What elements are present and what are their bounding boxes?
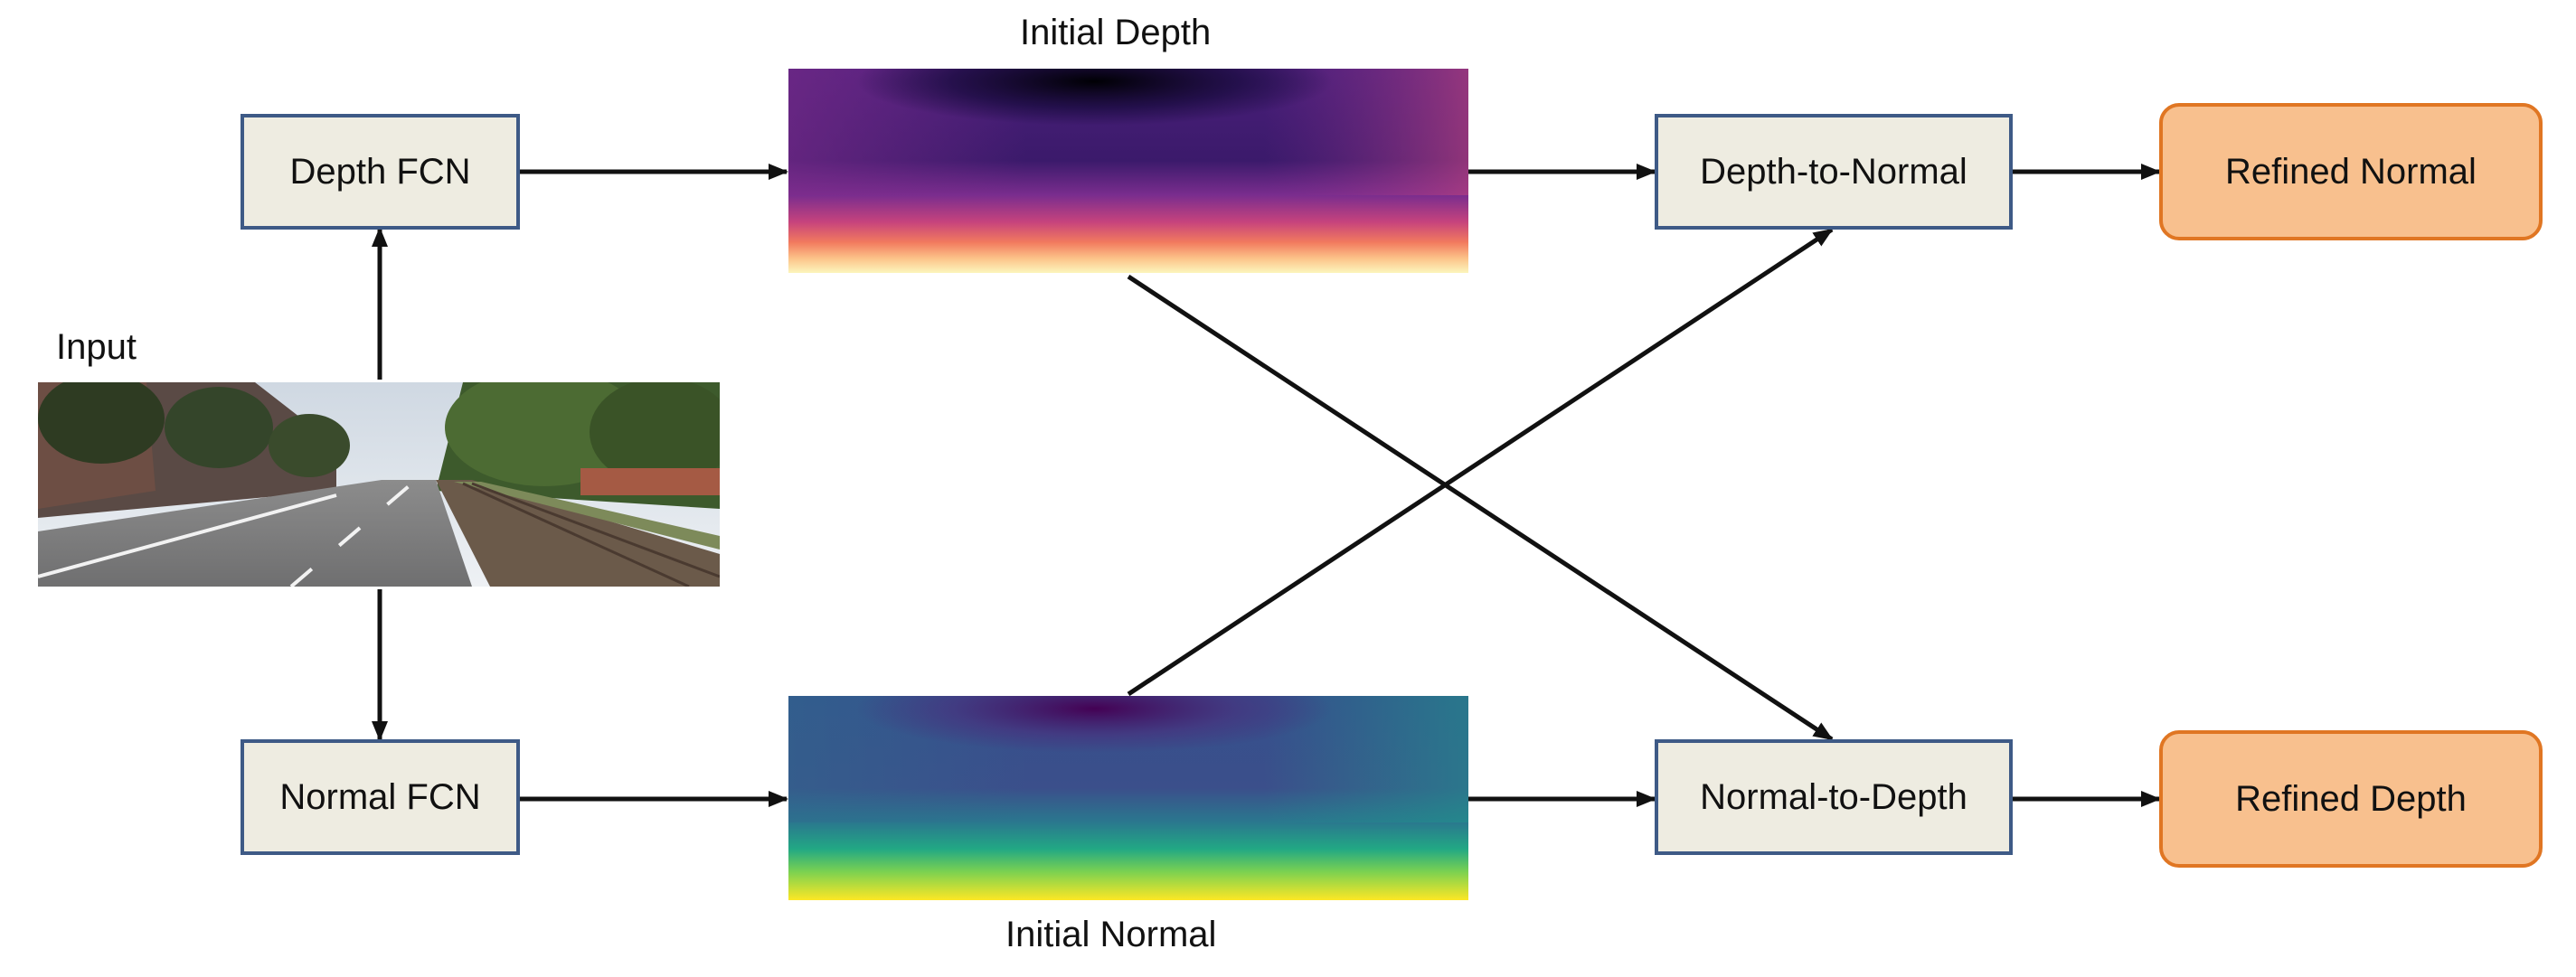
initial-normal-label: Initial Normal: [1005, 915, 1217, 954]
initial-depth-image: [788, 69, 1468, 273]
refined-depth-label: Refined Depth: [2235, 778, 2467, 819]
normal-fcn-box: Normal FCN: [241, 739, 520, 855]
refined-depth-box: Refined Depth: [2159, 730, 2543, 868]
depth-fcn-label: Depth FCN: [289, 151, 471, 192]
normal-fcn-label: Normal FCN: [279, 776, 481, 817]
depth-to-normal-box: Depth-to-Normal: [1655, 114, 2013, 230]
arrow-initial-depth-to-normal-to-depth: [1127, 274, 1834, 742]
arrow-initial-normal-to-depth-to-normal: [1127, 227, 1834, 697]
input-image: [38, 382, 720, 587]
refined-normal-label: Refined Normal: [2225, 151, 2477, 192]
depth-to-normal-label: Depth-to-Normal: [1700, 151, 1967, 192]
refined-normal-box: Refined Normal: [2159, 103, 2543, 240]
initial-depth-label: Initial Depth: [1020, 13, 1212, 52]
normal-to-depth-box: Normal-to-Depth: [1655, 739, 2013, 855]
initial-normal-image: [788, 696, 1468, 900]
input-label: Input: [56, 327, 137, 367]
normal-to-depth-label: Normal-to-Depth: [1700, 776, 1967, 817]
depth-fcn-box: Depth FCN: [241, 114, 520, 230]
